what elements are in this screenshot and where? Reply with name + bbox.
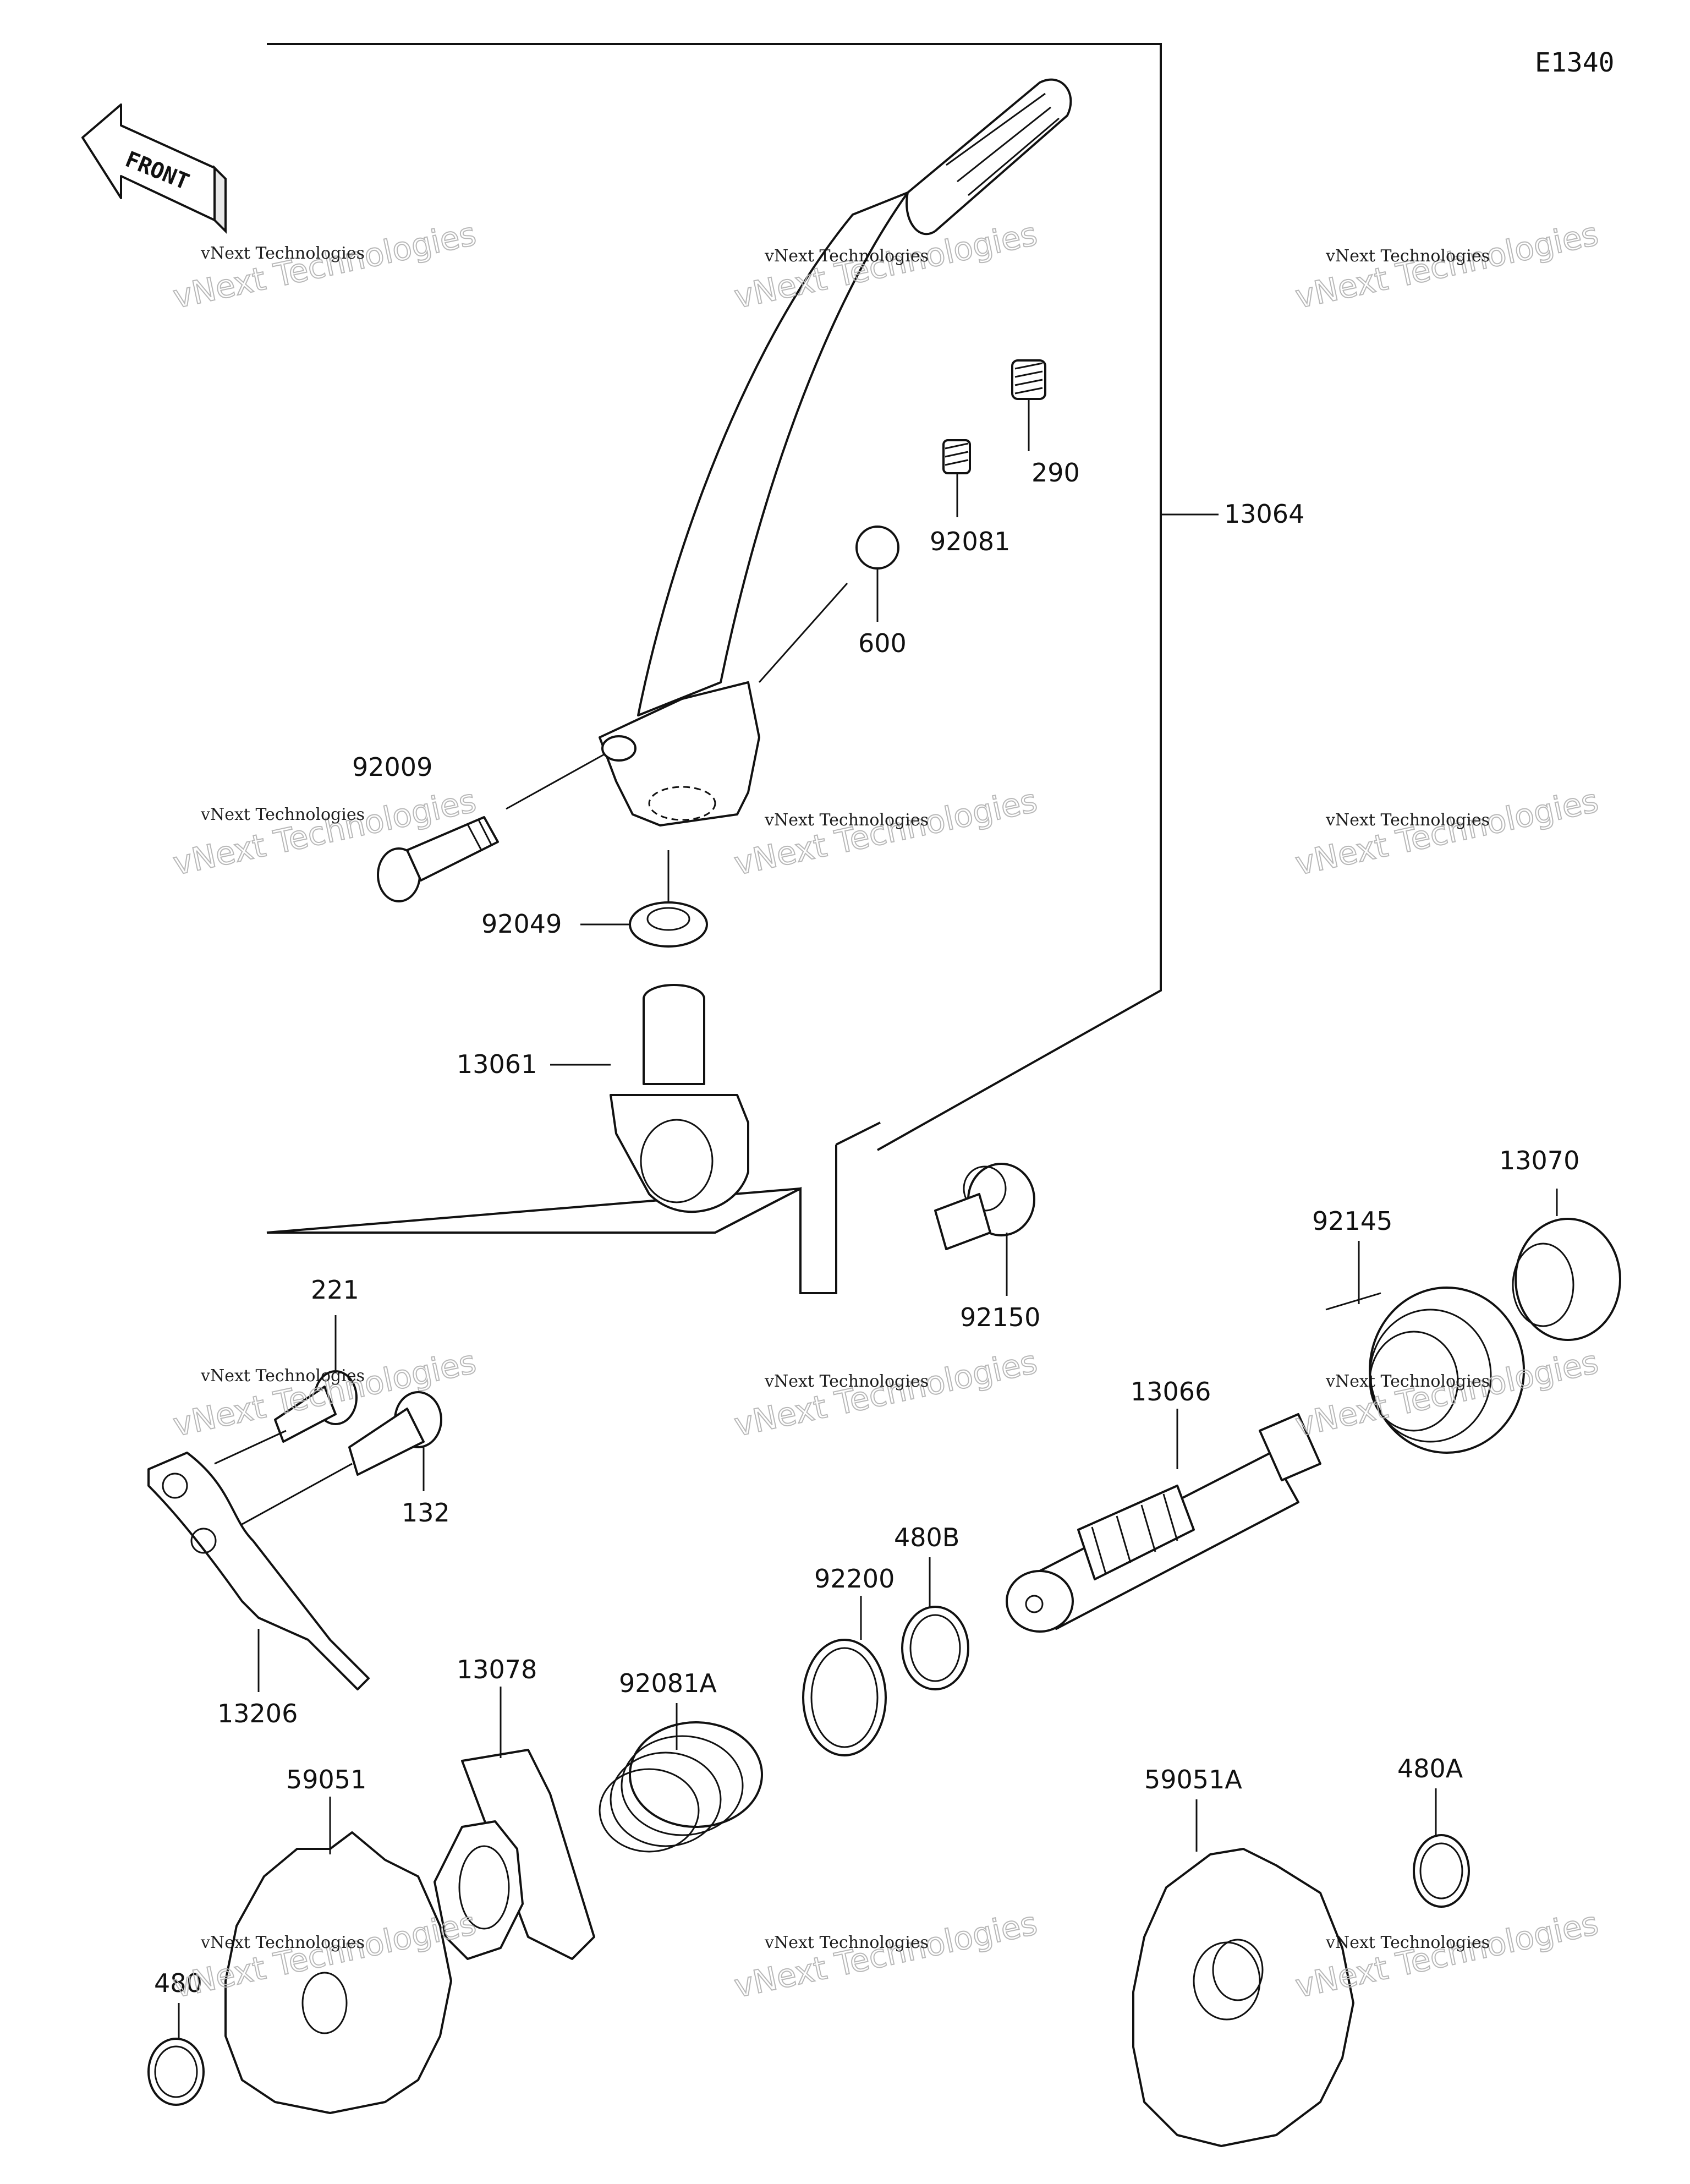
washer-92049 xyxy=(629,901,708,948)
label-13064: 13064 xyxy=(1224,499,1304,529)
label-480: 480 xyxy=(154,1968,202,1998)
svg-text:vNext Technologies: vNext Technologies xyxy=(764,247,929,266)
svg-text:vNext Technologies: vNext Technologies xyxy=(764,1933,929,1952)
label-92009: 92009 xyxy=(352,752,432,782)
watermarks: vNext Technologies vNext Technologies vN… xyxy=(169,215,1602,2006)
svg-text:vNext Technologies: vNext Technologies xyxy=(1325,1372,1490,1391)
front-arrow-icon: FRONT xyxy=(81,103,227,234)
svg-text:vNext Technologies: vNext Technologies xyxy=(764,1372,929,1391)
kick-pedal-arm xyxy=(599,78,1072,826)
label-92200: 92200 xyxy=(814,1564,895,1594)
kick-lever-13061 xyxy=(610,984,749,1213)
svg-text:vNext Technologies: vNext Technologies xyxy=(1325,247,1490,266)
label-13061: 13061 xyxy=(457,1049,537,1079)
svg-text:vNext Technologies: vNext Technologies xyxy=(200,805,365,824)
leader-132 xyxy=(242,1463,353,1525)
label-221: 221 xyxy=(311,1275,359,1305)
watermark: vNext Technologies vNext Technologies xyxy=(731,781,1041,883)
set-screw-92081 xyxy=(942,439,971,474)
circlip-480A xyxy=(1413,1834,1470,1908)
watermark: vNext Technologies vNext Technologies xyxy=(1292,781,1602,883)
label-92081: 92081 xyxy=(930,527,1010,556)
label-480A: 480A xyxy=(1397,1754,1463,1783)
label-480B: 480B xyxy=(894,1523,959,1552)
label-13078: 13078 xyxy=(457,1655,537,1684)
leader-lines xyxy=(178,399,1558,2039)
label-600: 600 xyxy=(858,628,907,658)
bolt-92150 xyxy=(934,1163,1035,1250)
label-92081A: 92081A xyxy=(619,1668,717,1698)
leader-92009 xyxy=(506,753,606,810)
bolt-92009 xyxy=(377,816,499,902)
svg-text:vNext Technologies: vNext Technologies xyxy=(170,215,479,316)
collar-13070 xyxy=(1512,1218,1621,1341)
assembly-outline-tail xyxy=(836,1121,881,1146)
watermark: vNext Technologies vNext Technologies xyxy=(731,215,1041,316)
label-92150: 92150 xyxy=(960,1302,1040,1332)
gear-59051 xyxy=(224,1831,452,2114)
label-59051: 59051 xyxy=(286,1765,366,1794)
spring-92081A xyxy=(599,1721,763,1853)
spring-92145 xyxy=(1325,1287,1525,1454)
washer-92200 xyxy=(802,1639,887,1756)
label-92145: 92145 xyxy=(1312,1206,1392,1236)
svg-text:vNext Technologies: vNext Technologies xyxy=(1292,782,1601,883)
watermark: vNext Technologies vNext Technologies xyxy=(1292,215,1602,316)
label-132: 132 xyxy=(402,1498,450,1528)
bolt-132 xyxy=(348,1391,442,1476)
lever-13206 xyxy=(147,1452,370,1690)
svg-text:vNext Technologies: vNext Technologies xyxy=(200,244,365,263)
part-labels: 13064 290 92081 600 92009 92049 13061 92… xyxy=(154,458,1579,1998)
bolt-221 xyxy=(274,1370,358,1443)
svg-text:vNext Technologies: vNext Technologies xyxy=(731,1343,1040,1444)
label-59051A: 59051A xyxy=(1144,1765,1242,1794)
label-290: 290 xyxy=(1031,458,1080,488)
ball-600 xyxy=(855,526,899,570)
label-92049: 92049 xyxy=(481,909,562,939)
svg-text:vNext Technologies: vNext Technologies xyxy=(731,782,1040,883)
svg-text:vNext Technologies: vNext Technologies xyxy=(764,811,929,830)
circlip-480B xyxy=(901,1606,969,1690)
label-13066: 13066 xyxy=(1131,1377,1211,1406)
label-13070: 13070 xyxy=(1499,1146,1579,1175)
svg-text:vNext Technologies: vNext Technologies xyxy=(1325,1933,1490,1952)
watermark: vNext Technologies vNext Technologies xyxy=(731,1343,1041,1444)
watermark: vNext Technologies vNext Technologies xyxy=(169,215,480,316)
ratchet-13078 xyxy=(434,1749,595,1960)
svg-text:vNext Technologies: vNext Technologies xyxy=(200,1366,365,1386)
svg-text:vNext Technologies: vNext Technologies xyxy=(731,1904,1040,2005)
svg-text:vNext Technologies: vNext Technologies xyxy=(1325,811,1490,830)
diagram-code: E1340 xyxy=(1535,47,1615,78)
assembly-outline-step xyxy=(715,1145,837,1294)
circlip-480 xyxy=(147,2038,205,2106)
svg-text:vNext Technologies: vNext Technologies xyxy=(200,1933,365,1952)
set-screw-290 xyxy=(1011,359,1046,400)
kick-shaft-13066 xyxy=(1006,1413,1321,1633)
label-13206: 13206 xyxy=(217,1699,298,1728)
gear-59051A xyxy=(1132,1848,1354,2147)
watermark: vNext Technologies vNext Technologies xyxy=(731,1904,1041,2006)
leader-221 xyxy=(214,1430,287,1465)
